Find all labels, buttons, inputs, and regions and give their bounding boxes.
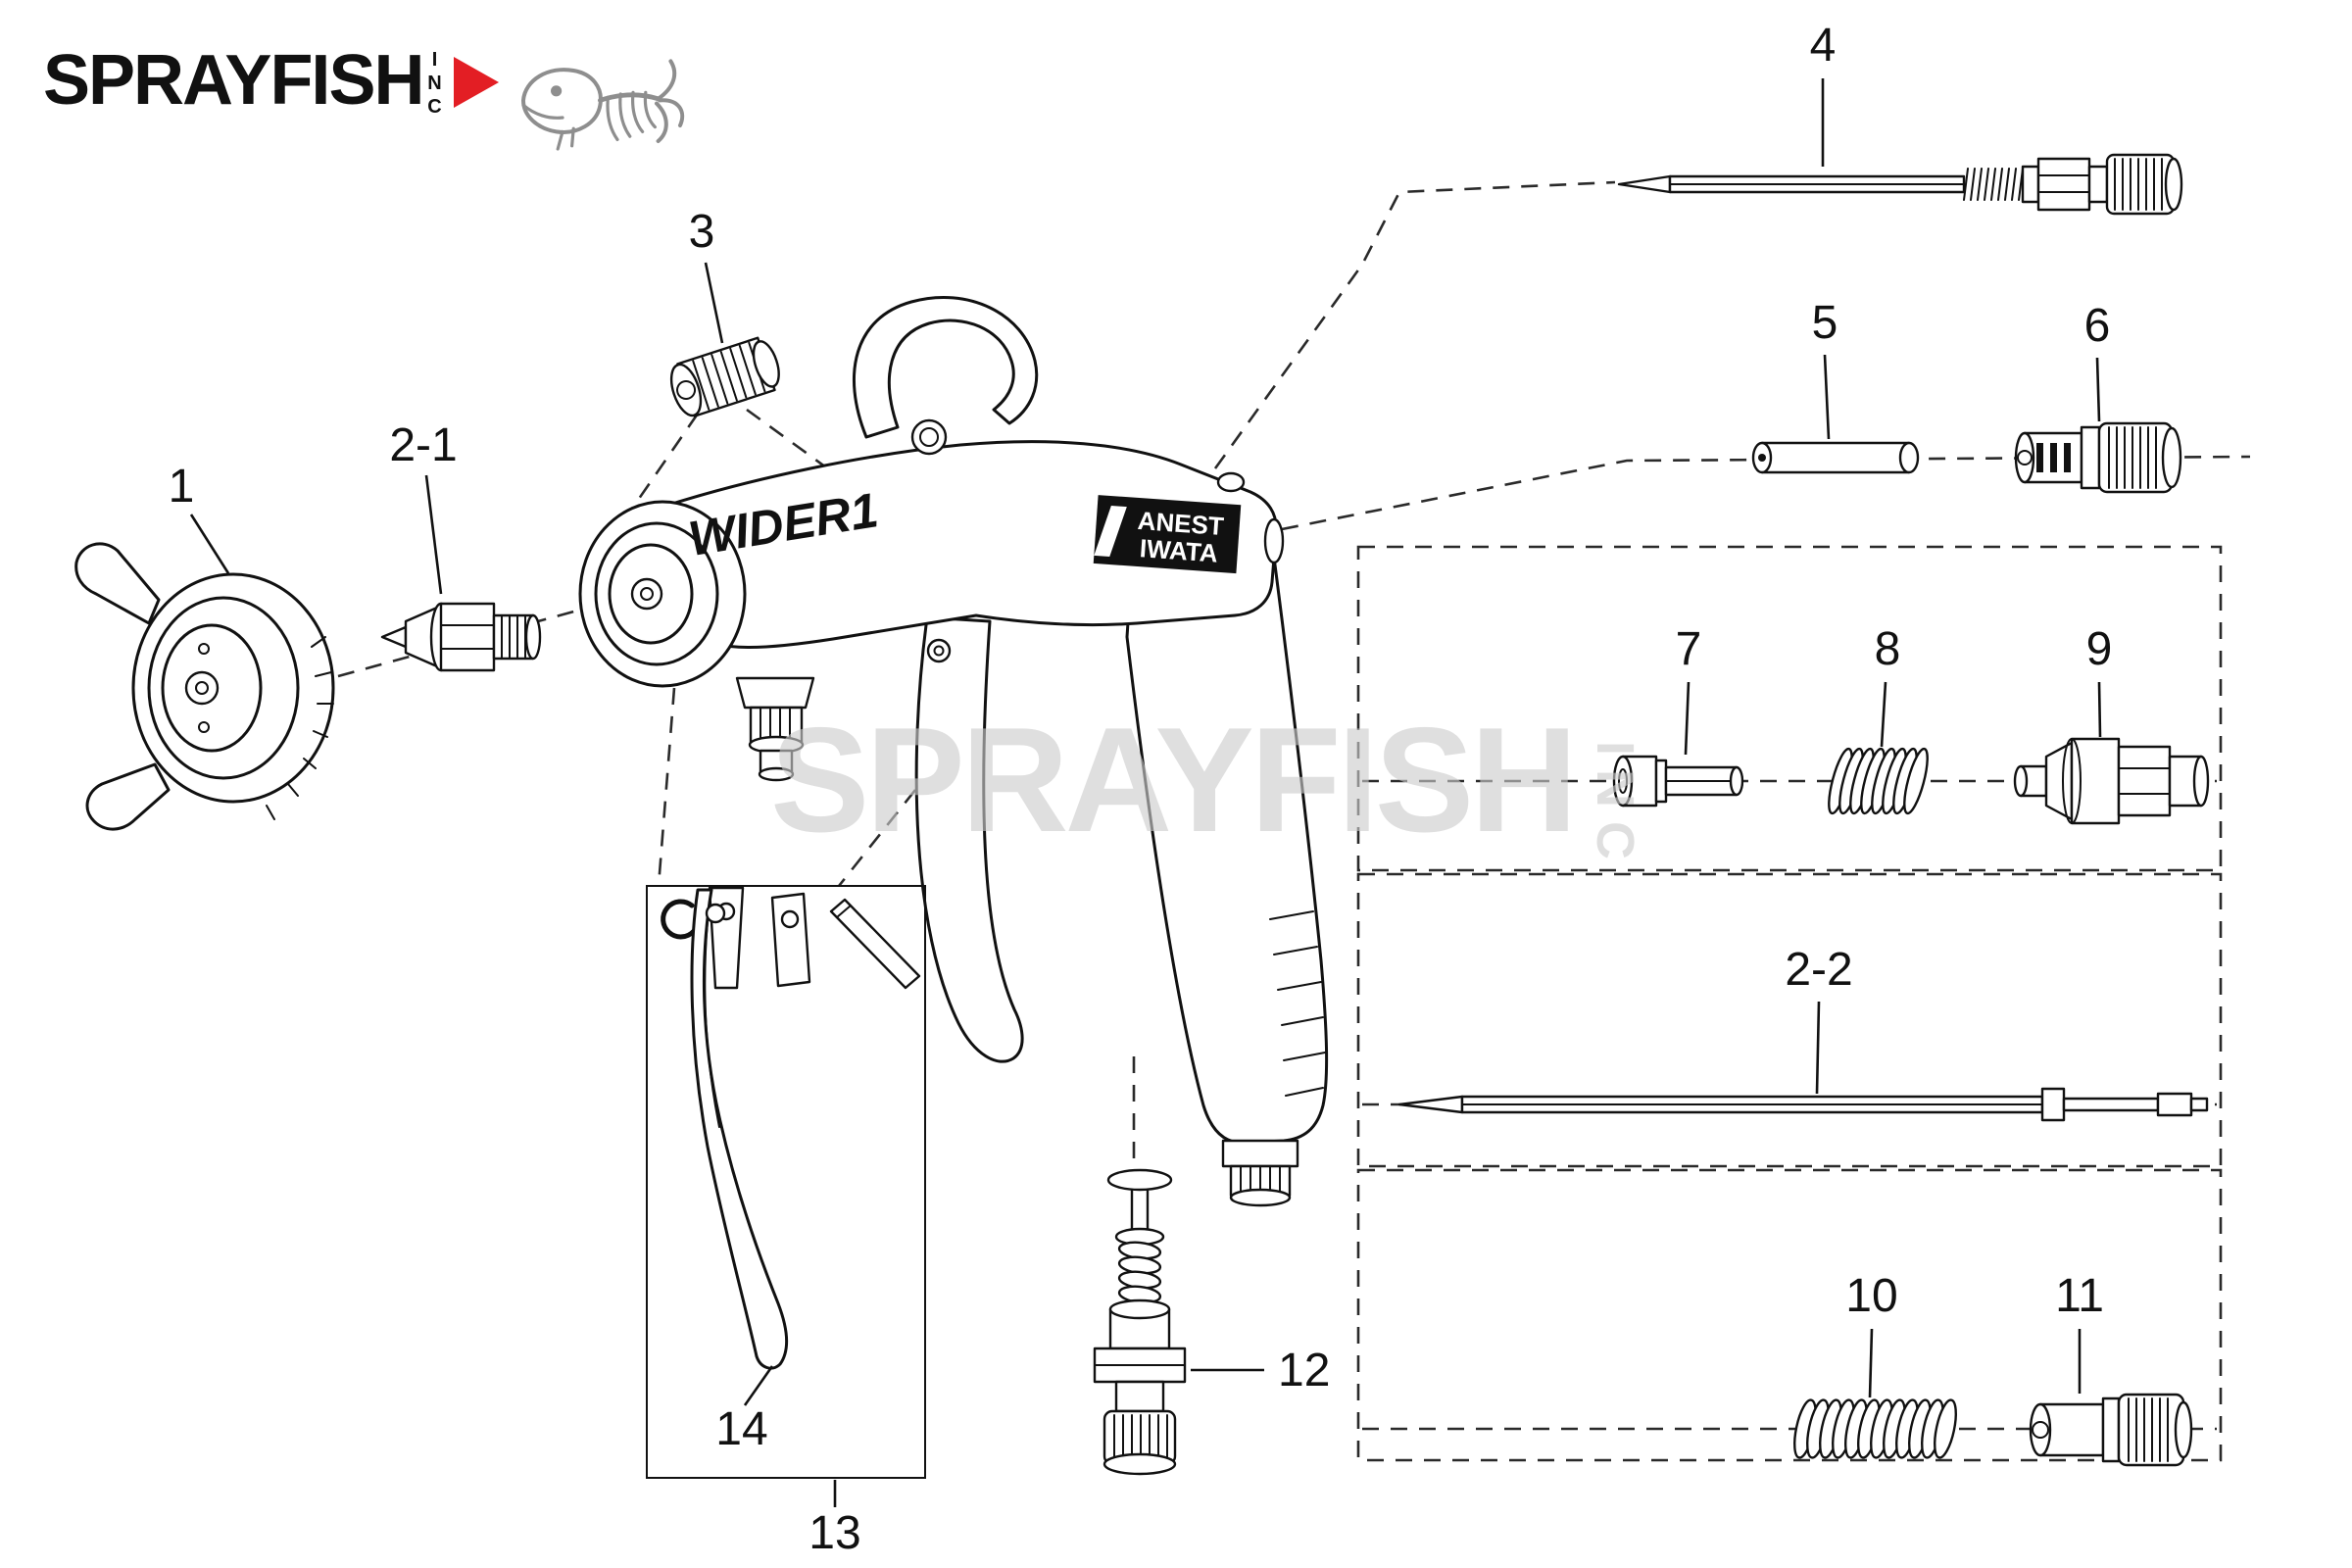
gun-side-port <box>1263 517 1285 564</box>
part-1-air-cap <box>74 542 335 831</box>
group-box-7-8-9 <box>1356 545 2223 872</box>
part-labels: 1 2-1 3 4 5 6 7 8 9 2-2 10 11 12 13 14 <box>169 20 2113 1559</box>
fish-skeleton-icon <box>521 59 685 151</box>
brand-logo: SPRAYFISH INC <box>43 45 689 196</box>
part-label-2-2: 2-2 <box>1785 944 1852 996</box>
group-box-10-11 <box>1356 1168 2223 1462</box>
gun-grip-lines <box>1269 910 1326 1097</box>
part-4-needle-assembly <box>1617 153 2183 216</box>
brand-plate-slash <box>1094 506 1127 558</box>
group-box-2-2 <box>1356 872 2223 1168</box>
leader-2-1 <box>424 474 443 595</box>
part-12-adjust-set <box>1093 1168 1187 1476</box>
gun-brand-plate: ANEST IWATA <box>1093 495 1242 574</box>
logo-triangle-icon <box>454 57 500 108</box>
part-14-trigger-blade <box>690 888 789 1370</box>
leader-7 <box>1684 681 1690 756</box>
leader-6 <box>2095 357 2101 422</box>
part-label-9: 9 <box>2086 623 2113 675</box>
gun-maker-line2: IWATA <box>1139 533 1219 568</box>
part-11-knurled-fitting <box>2029 1393 2193 1467</box>
part-label-12: 12 <box>1278 1345 1330 1396</box>
spray-gun-illustration: ANEST IWATA WIDER1 <box>578 296 1329 1207</box>
leader-2-2 <box>1815 1001 1821 1095</box>
gun-maker-line1: ANEST <box>1137 506 1225 541</box>
connector-part5-6 <box>1281 455 2251 531</box>
gun-top-port <box>910 418 948 456</box>
gun-trigger-pivot-screw <box>926 638 952 663</box>
gun-fluid-nipple <box>735 676 815 782</box>
watermark-brand: SPRAYFISH <box>770 697 1574 863</box>
watermark: SPRAYFISH INC <box>770 697 1644 873</box>
gun-handle <box>1125 525 1329 1145</box>
leader-9 <box>2097 681 2102 738</box>
group-box-13 <box>646 885 926 1479</box>
part-label-11: 11 <box>2055 1270 2104 1322</box>
connector-part4 <box>1213 180 1616 469</box>
part-label-10: 10 <box>1845 1270 1897 1322</box>
connector-trigger-box-a <box>837 789 917 887</box>
part-label-1: 1 <box>169 461 195 513</box>
part-9-air-valve <box>2013 737 2210 825</box>
trigger-pivot-pin <box>829 898 921 990</box>
part-label-8: 8 <box>1875 623 1901 675</box>
part-10-spring <box>1793 1398 1957 1459</box>
part-label-5: 5 <box>1812 297 1838 349</box>
connector-trigger-box-b <box>657 687 676 887</box>
part-label-3: 3 <box>689 206 715 258</box>
part-label-13: 13 <box>808 1507 860 1559</box>
leader-14 <box>743 1365 774 1406</box>
gun-trigger <box>914 615 1024 1063</box>
leader-8 <box>1880 681 1887 748</box>
part-5-tube <box>1751 441 1920 474</box>
connector-part3-a <box>621 413 700 522</box>
part-label-6: 6 <box>2084 300 2111 352</box>
trigger-bracket <box>708 886 745 990</box>
gun-air-cap-mount <box>578 500 747 688</box>
part-3-fitting <box>669 336 780 417</box>
gun-rear-top-port <box>1216 471 1246 493</box>
logo-suffix-text: INC <box>423 49 446 120</box>
gun-hook <box>853 296 1039 439</box>
leader-1 <box>189 514 230 574</box>
part-8-spring <box>1828 747 1929 815</box>
part-label-2-1: 2-1 <box>389 419 457 471</box>
logo-brand-text: SPRAYFISH <box>43 41 424 120</box>
e-ring-clip <box>661 899 697 940</box>
part-2-2-needle <box>1397 1087 2209 1122</box>
leader-3 <box>704 262 724 344</box>
trigger-second-arm <box>770 892 811 988</box>
watermark-suffix: INC <box>1586 741 1644 873</box>
part-6-valve-fitting <box>2014 421 2182 494</box>
part-label-14: 14 <box>715 1403 767 1455</box>
part-label-7: 7 <box>1676 623 1702 675</box>
leader-10 <box>1868 1328 1874 1398</box>
part-7-screw <box>1612 755 1744 808</box>
leader-5 <box>1823 354 1831 440</box>
gun-air-inlet <box>1221 1139 1299 1207</box>
part-label-4: 4 <box>1810 20 1837 72</box>
trigger-parts-group <box>646 885 926 1479</box>
connector-part3-b <box>746 408 856 490</box>
part-2-1-fluid-nozzle <box>380 602 542 672</box>
